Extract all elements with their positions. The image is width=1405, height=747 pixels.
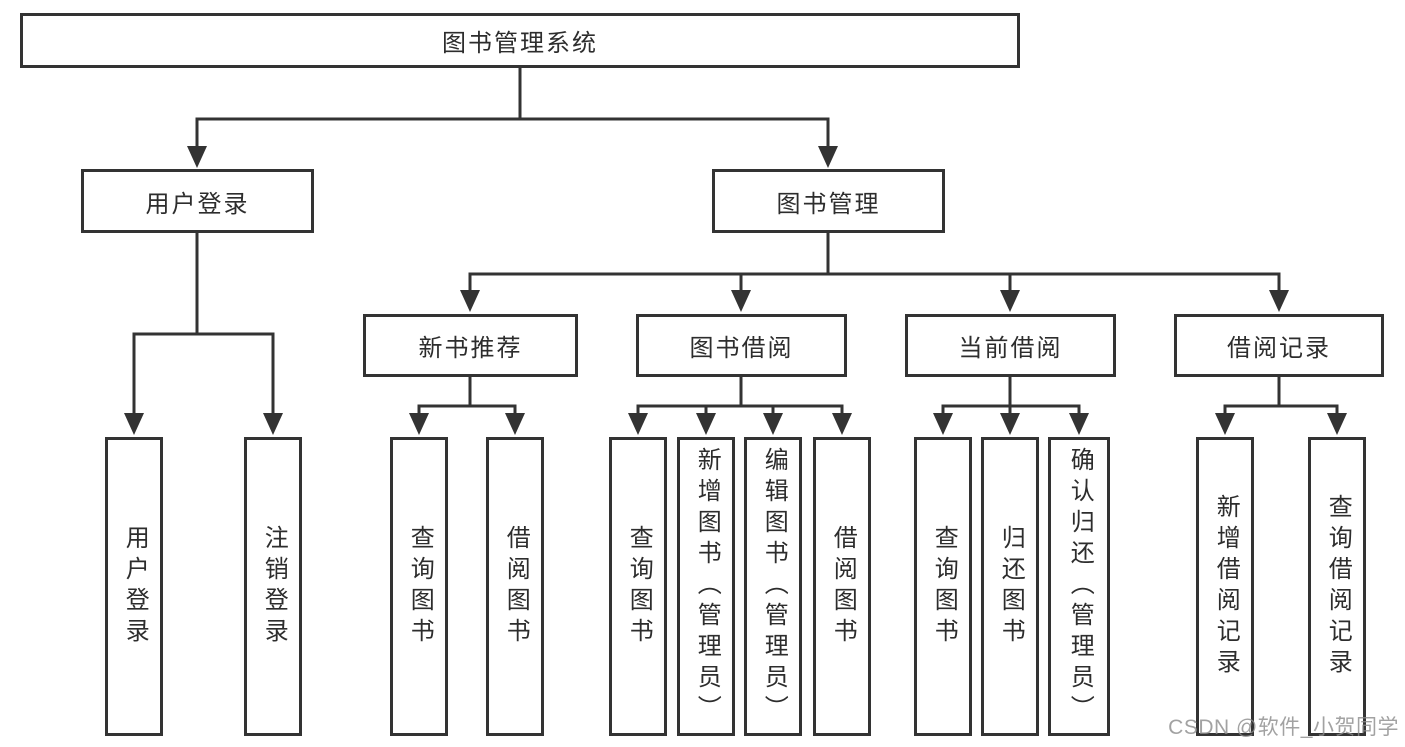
leaf-query-books-current: 查询图书 bbox=[914, 437, 972, 736]
node-library-management-system: 图书管理系统 bbox=[20, 13, 1020, 68]
node-new-book-recommendation-label: 新书推荐 bbox=[418, 335, 523, 362]
node-current-borrowing-label: 当前借阅 bbox=[958, 335, 1063, 362]
leaf-user-login: 用户登录 bbox=[105, 437, 163, 736]
leaf-add-books-admin-label: 新增图书（管理员） bbox=[693, 447, 721, 726]
leaf-add-books-admin: 新增图书（管理员） bbox=[677, 437, 735, 736]
leaf-query-borrow-record-label: 查询借阅记录 bbox=[1324, 493, 1352, 680]
leaf-add-borrow-record: 新增借阅记录 bbox=[1196, 437, 1254, 736]
leaf-edit-books-admin: 编辑图书（管理员） bbox=[744, 437, 802, 736]
leaf-return-books: 归还图书 bbox=[981, 437, 1039, 736]
leaf-add-borrow-record-label: 新增借阅记录 bbox=[1212, 493, 1240, 680]
leaf-borrow-books-recommend: 借阅图书 bbox=[486, 437, 544, 736]
leaf-query-books-borrowing-label: 查询图书 bbox=[625, 524, 653, 649]
leaf-query-borrow-record: 查询借阅记录 bbox=[1308, 437, 1366, 736]
node-book-management-label: 图书管理 bbox=[776, 190, 881, 218]
leaf-query-books-borrowing: 查询图书 bbox=[609, 437, 667, 736]
leaf-query-books-recommend-label: 查询图书 bbox=[406, 524, 434, 649]
leaf-edit-books-admin-label: 编辑图书（管理员） bbox=[760, 447, 788, 726]
node-current-borrowing: 当前借阅 bbox=[905, 314, 1116, 377]
leaf-borrow-books-borrowing-label: 借阅图书 bbox=[829, 524, 857, 649]
connector-arrowheads bbox=[124, 146, 1347, 435]
node-user-login-label: 用户登录 bbox=[145, 190, 250, 218]
leaf-user-login-label: 用户登录 bbox=[121, 524, 149, 649]
csdn-watermark: CSDN @软件_小贺同学 bbox=[1168, 716, 1399, 739]
node-book-management: 图书管理 bbox=[712, 169, 945, 233]
node-book-borrowing: 图书借阅 bbox=[636, 314, 847, 377]
leaf-logout-label: 注销登录 bbox=[260, 524, 288, 649]
leaf-logout: 注销登录 bbox=[244, 437, 302, 736]
node-book-borrowing-label: 图书借阅 bbox=[689, 335, 794, 362]
node-library-management-system-label: 图书管理系统 bbox=[442, 30, 598, 57]
leaf-query-books-recommend: 查询图书 bbox=[390, 437, 448, 736]
node-borrowing-records-label: 借阅记录 bbox=[1227, 335, 1331, 362]
node-borrowing-records: 借阅记录 bbox=[1174, 314, 1384, 377]
leaf-return-books-label: 归还图书 bbox=[997, 524, 1025, 649]
leaf-confirm-return-admin: 确认归还（管理员） bbox=[1048, 437, 1110, 736]
node-user-login: 用户登录 bbox=[81, 169, 314, 233]
leaf-query-books-current-label: 查询图书 bbox=[930, 524, 958, 649]
leaf-borrow-books-recommend-label: 借阅图书 bbox=[502, 524, 530, 649]
node-new-book-recommendation: 新书推荐 bbox=[363, 314, 578, 377]
leaf-confirm-return-admin-label: 确认归还（管理员） bbox=[1066, 447, 1094, 726]
leaf-borrow-books-borrowing: 借阅图书 bbox=[813, 437, 871, 736]
